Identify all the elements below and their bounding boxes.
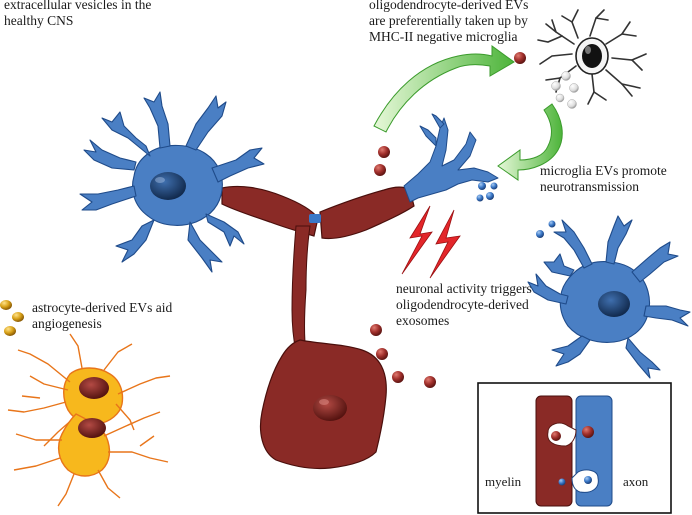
vesicle-blue [536, 230, 544, 238]
microglia-left [79, 91, 265, 273]
vesicle-blue [548, 220, 556, 228]
inset-label-axon: axon [623, 474, 649, 489]
vesicle-grey [567, 99, 577, 109]
inset-box [477, 382, 672, 514]
microglia-right-nucleus [598, 291, 630, 317]
vesicle-gold [12, 312, 24, 322]
lightning-bolts [401, 205, 461, 279]
vesicle-red [374, 164, 386, 176]
vesicle-red [370, 324, 382, 336]
vesicle-red [424, 376, 436, 388]
astrocyte-nucleus-bottom [78, 418, 106, 438]
dendrite-branch-right [403, 113, 499, 203]
inset-label-myelin: myelin [485, 474, 522, 489]
arrow-to-microglia [373, 45, 515, 133]
microglia-left-nucleus [150, 172, 186, 200]
vesicles-grey [551, 71, 579, 109]
vesicles-gold [0, 300, 24, 336]
label-astro-evs: astrocyte-derived EVs aid angiogenesis [32, 300, 173, 331]
vesicles-blue [476, 182, 556, 238]
label-microglia-evs: microglia EVs promote neurotransmission [540, 163, 667, 194]
activated-microglia-body [575, 37, 609, 75]
vesicle-grey [551, 81, 561, 91]
activated-microglia [537, 9, 647, 105]
node-of-ranvier [309, 214, 321, 223]
lightning-bolt-1 [401, 205, 433, 275]
axon-shaft [291, 225, 311, 353]
vesicle-grey [569, 83, 579, 93]
vesicle-red [378, 146, 390, 158]
vesicle-red [392, 371, 404, 383]
vesicle-blue [478, 182, 486, 190]
inset-myelin-bar [535, 395, 573, 507]
vesicle-grey [555, 93, 565, 103]
astrocyte-nucleus-top [79, 377, 109, 399]
arrow-to-dendrite [497, 103, 563, 181]
vesicles-red [370, 52, 526, 388]
vesicle-red [514, 52, 526, 64]
neuron [221, 185, 415, 470]
vesicle-blue [486, 192, 494, 200]
neuron-nucleus [313, 395, 347, 421]
figure-title: extracellular vesicles in the healthy CN… [4, 0, 152, 28]
label-neuronal-activity: neuronal activity triggers oligodendrocy… [396, 281, 532, 328]
vesicle-blue [476, 194, 484, 202]
label-oligo-uptake: oligodendrocyte-derived EVs are preferen… [369, 0, 529, 44]
vesicle-grey [561, 71, 571, 81]
vesicle-gold [0, 300, 12, 310]
vesicle-blue [490, 182, 498, 190]
lightning-bolt-2 [429, 209, 461, 279]
myelin-segment-right [319, 186, 415, 240]
microglia-right [527, 215, 691, 379]
astrocyte-pair [7, 333, 171, 507]
vesicle-gold [4, 326, 16, 336]
myelin-segment-left [221, 185, 319, 237]
vesicle-red [376, 348, 388, 360]
